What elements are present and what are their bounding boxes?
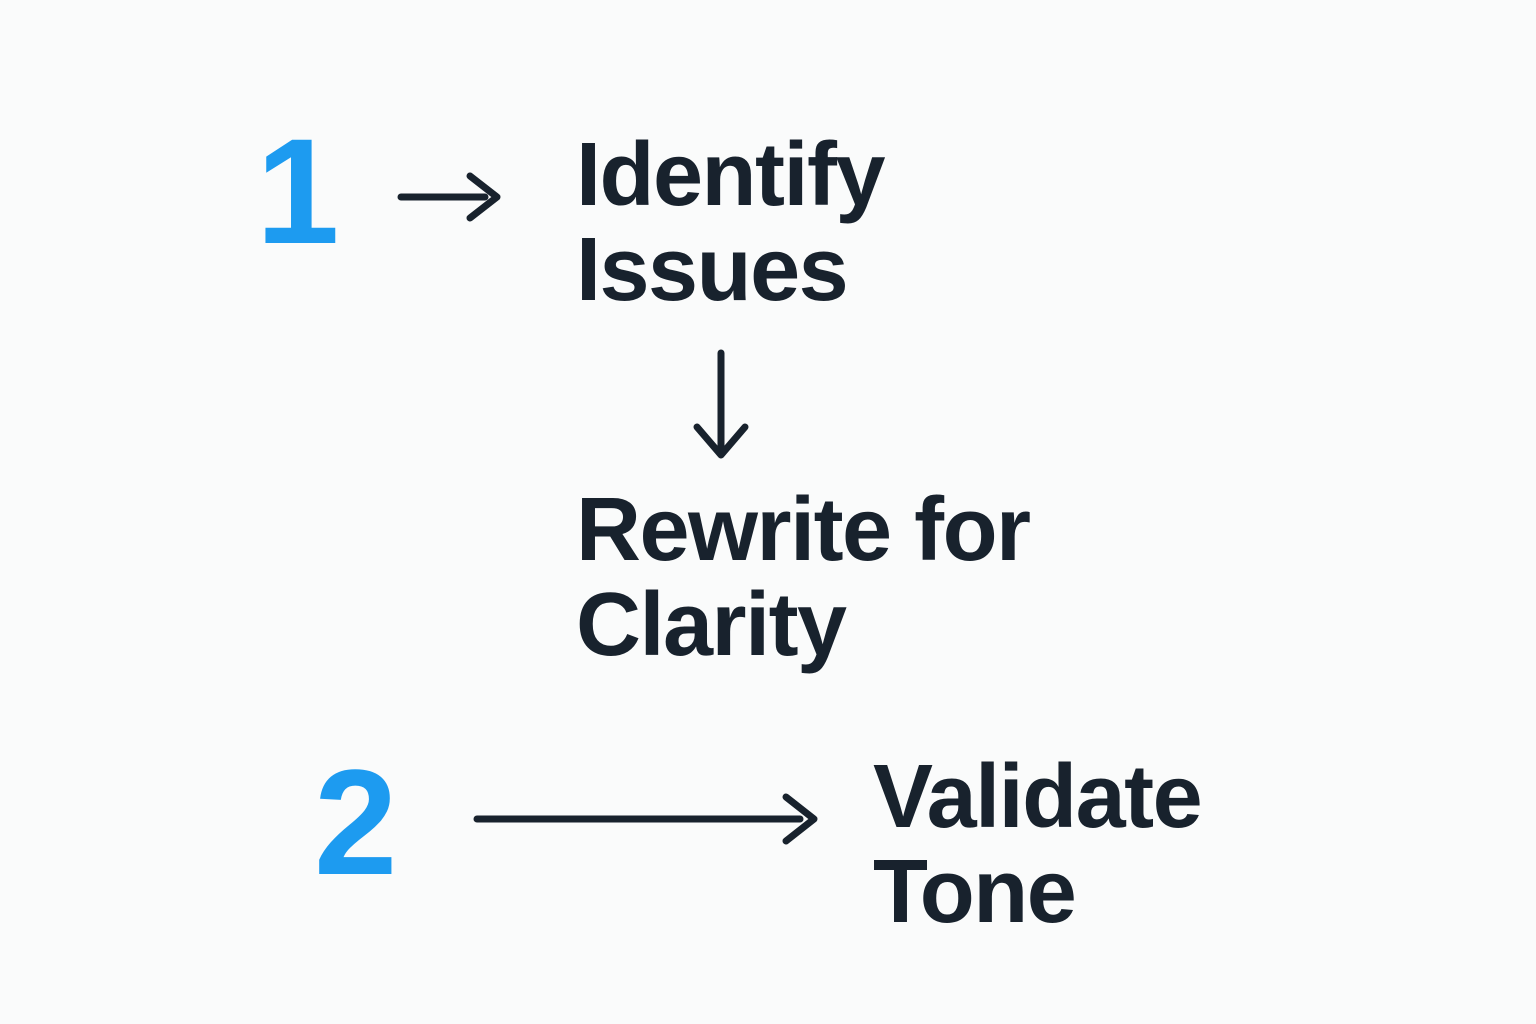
node-rewrite-for-clarity: Rewrite for Clarity [576,480,1031,675]
node-label-line-1: Rewrite for [576,480,1031,580]
arrow-right-icon [473,793,818,845]
arrow-down-icon [693,349,749,459]
node-label-line-2: Issues [576,220,849,320]
node-identify-issues: Identify Issues [576,125,886,320]
step-1-number: 1 [256,107,339,275]
node-validate-tone: Validate Tone [873,747,1203,942]
node-label-line-2: Tone [873,842,1077,942]
node-label-line-1: Validate [873,747,1203,847]
node-label-line-1: Identify [576,125,886,225]
node-label-line-2: Clarity [576,575,847,675]
arrow-right-icon [397,172,501,222]
step-2-number: 2 [314,738,397,906]
